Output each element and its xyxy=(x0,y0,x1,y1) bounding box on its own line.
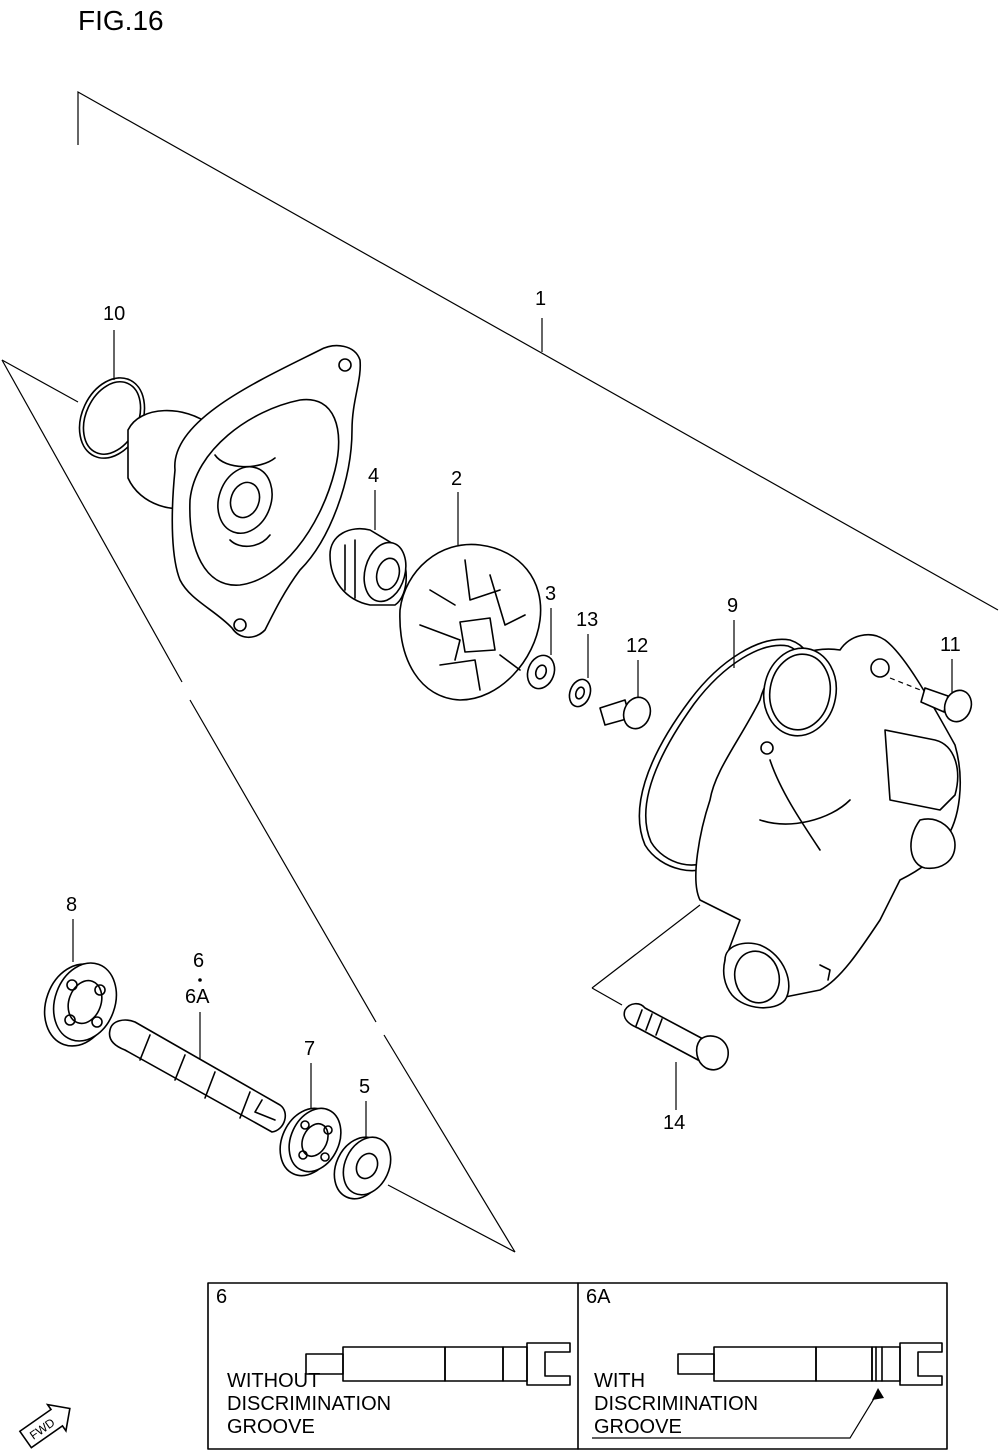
legend-left-line2: DISCRIMINATION xyxy=(227,1393,391,1415)
shaft-variants-legend: 6 6A WITHOUT DISCRIMINATION GROOVE WITH … xyxy=(207,1282,948,1450)
callout-5: 5 xyxy=(359,1076,370,1098)
groove-pointer-arrow-icon xyxy=(872,1388,884,1400)
callout-4: 4 xyxy=(368,465,379,487)
callouts: 1 10 4 2 3 13 12 9 11 8 6 6A 7 5 14 xyxy=(66,288,961,1140)
callout-2: 2 xyxy=(451,468,462,490)
callout-8: 8 xyxy=(66,894,77,916)
legend-right-line3: GROOVE xyxy=(594,1416,682,1438)
washer-3 xyxy=(526,654,556,690)
legend-right-line2: DISCRIMINATION xyxy=(594,1393,758,1415)
pump-shaft-6 xyxy=(108,1019,287,1133)
bolt-12 xyxy=(599,696,652,730)
callout-14: 14 xyxy=(663,1112,685,1134)
bearing-7 xyxy=(279,1107,342,1177)
pump-case xyxy=(127,344,362,639)
legend-right-id: 6A xyxy=(586,1286,611,1308)
callout-7: 7 xyxy=(304,1038,315,1060)
callout-1: 1 xyxy=(535,288,546,310)
callout-9: 9 xyxy=(727,595,738,617)
shaft-without-groove-drawing xyxy=(305,1342,571,1386)
legend-left-id: 6 xyxy=(216,1286,227,1308)
impeller-2 xyxy=(399,543,542,701)
mechanical-seal-4 xyxy=(329,528,407,606)
callout-11: 11 xyxy=(940,634,961,656)
callout-6: 6 xyxy=(193,950,204,972)
pump-cover xyxy=(695,634,961,1009)
legend-left-line1: WITHOUT xyxy=(227,1370,320,1392)
legend-right-line1: WITH xyxy=(594,1370,645,1392)
screw-11 xyxy=(889,677,973,723)
callout-12: 12 xyxy=(626,635,648,657)
oil-seal-5 xyxy=(333,1136,392,1200)
callout-6a: 6A xyxy=(185,986,210,1008)
legend-left-line3: GROOVE xyxy=(227,1416,315,1438)
callout-10: 10 xyxy=(103,303,125,325)
callout-3: 3 xyxy=(545,583,556,605)
figure-title: FIG.16 xyxy=(78,5,164,36)
callout-13: 13 xyxy=(576,609,598,631)
washer-13 xyxy=(568,678,592,708)
bearing-8 xyxy=(43,962,118,1047)
assembly-bracket xyxy=(1,90,999,1253)
bolt-14 xyxy=(623,1002,729,1071)
fwd-arrow-icon: FWD xyxy=(18,1403,71,1449)
shaft-with-groove-drawing xyxy=(677,1342,943,1386)
